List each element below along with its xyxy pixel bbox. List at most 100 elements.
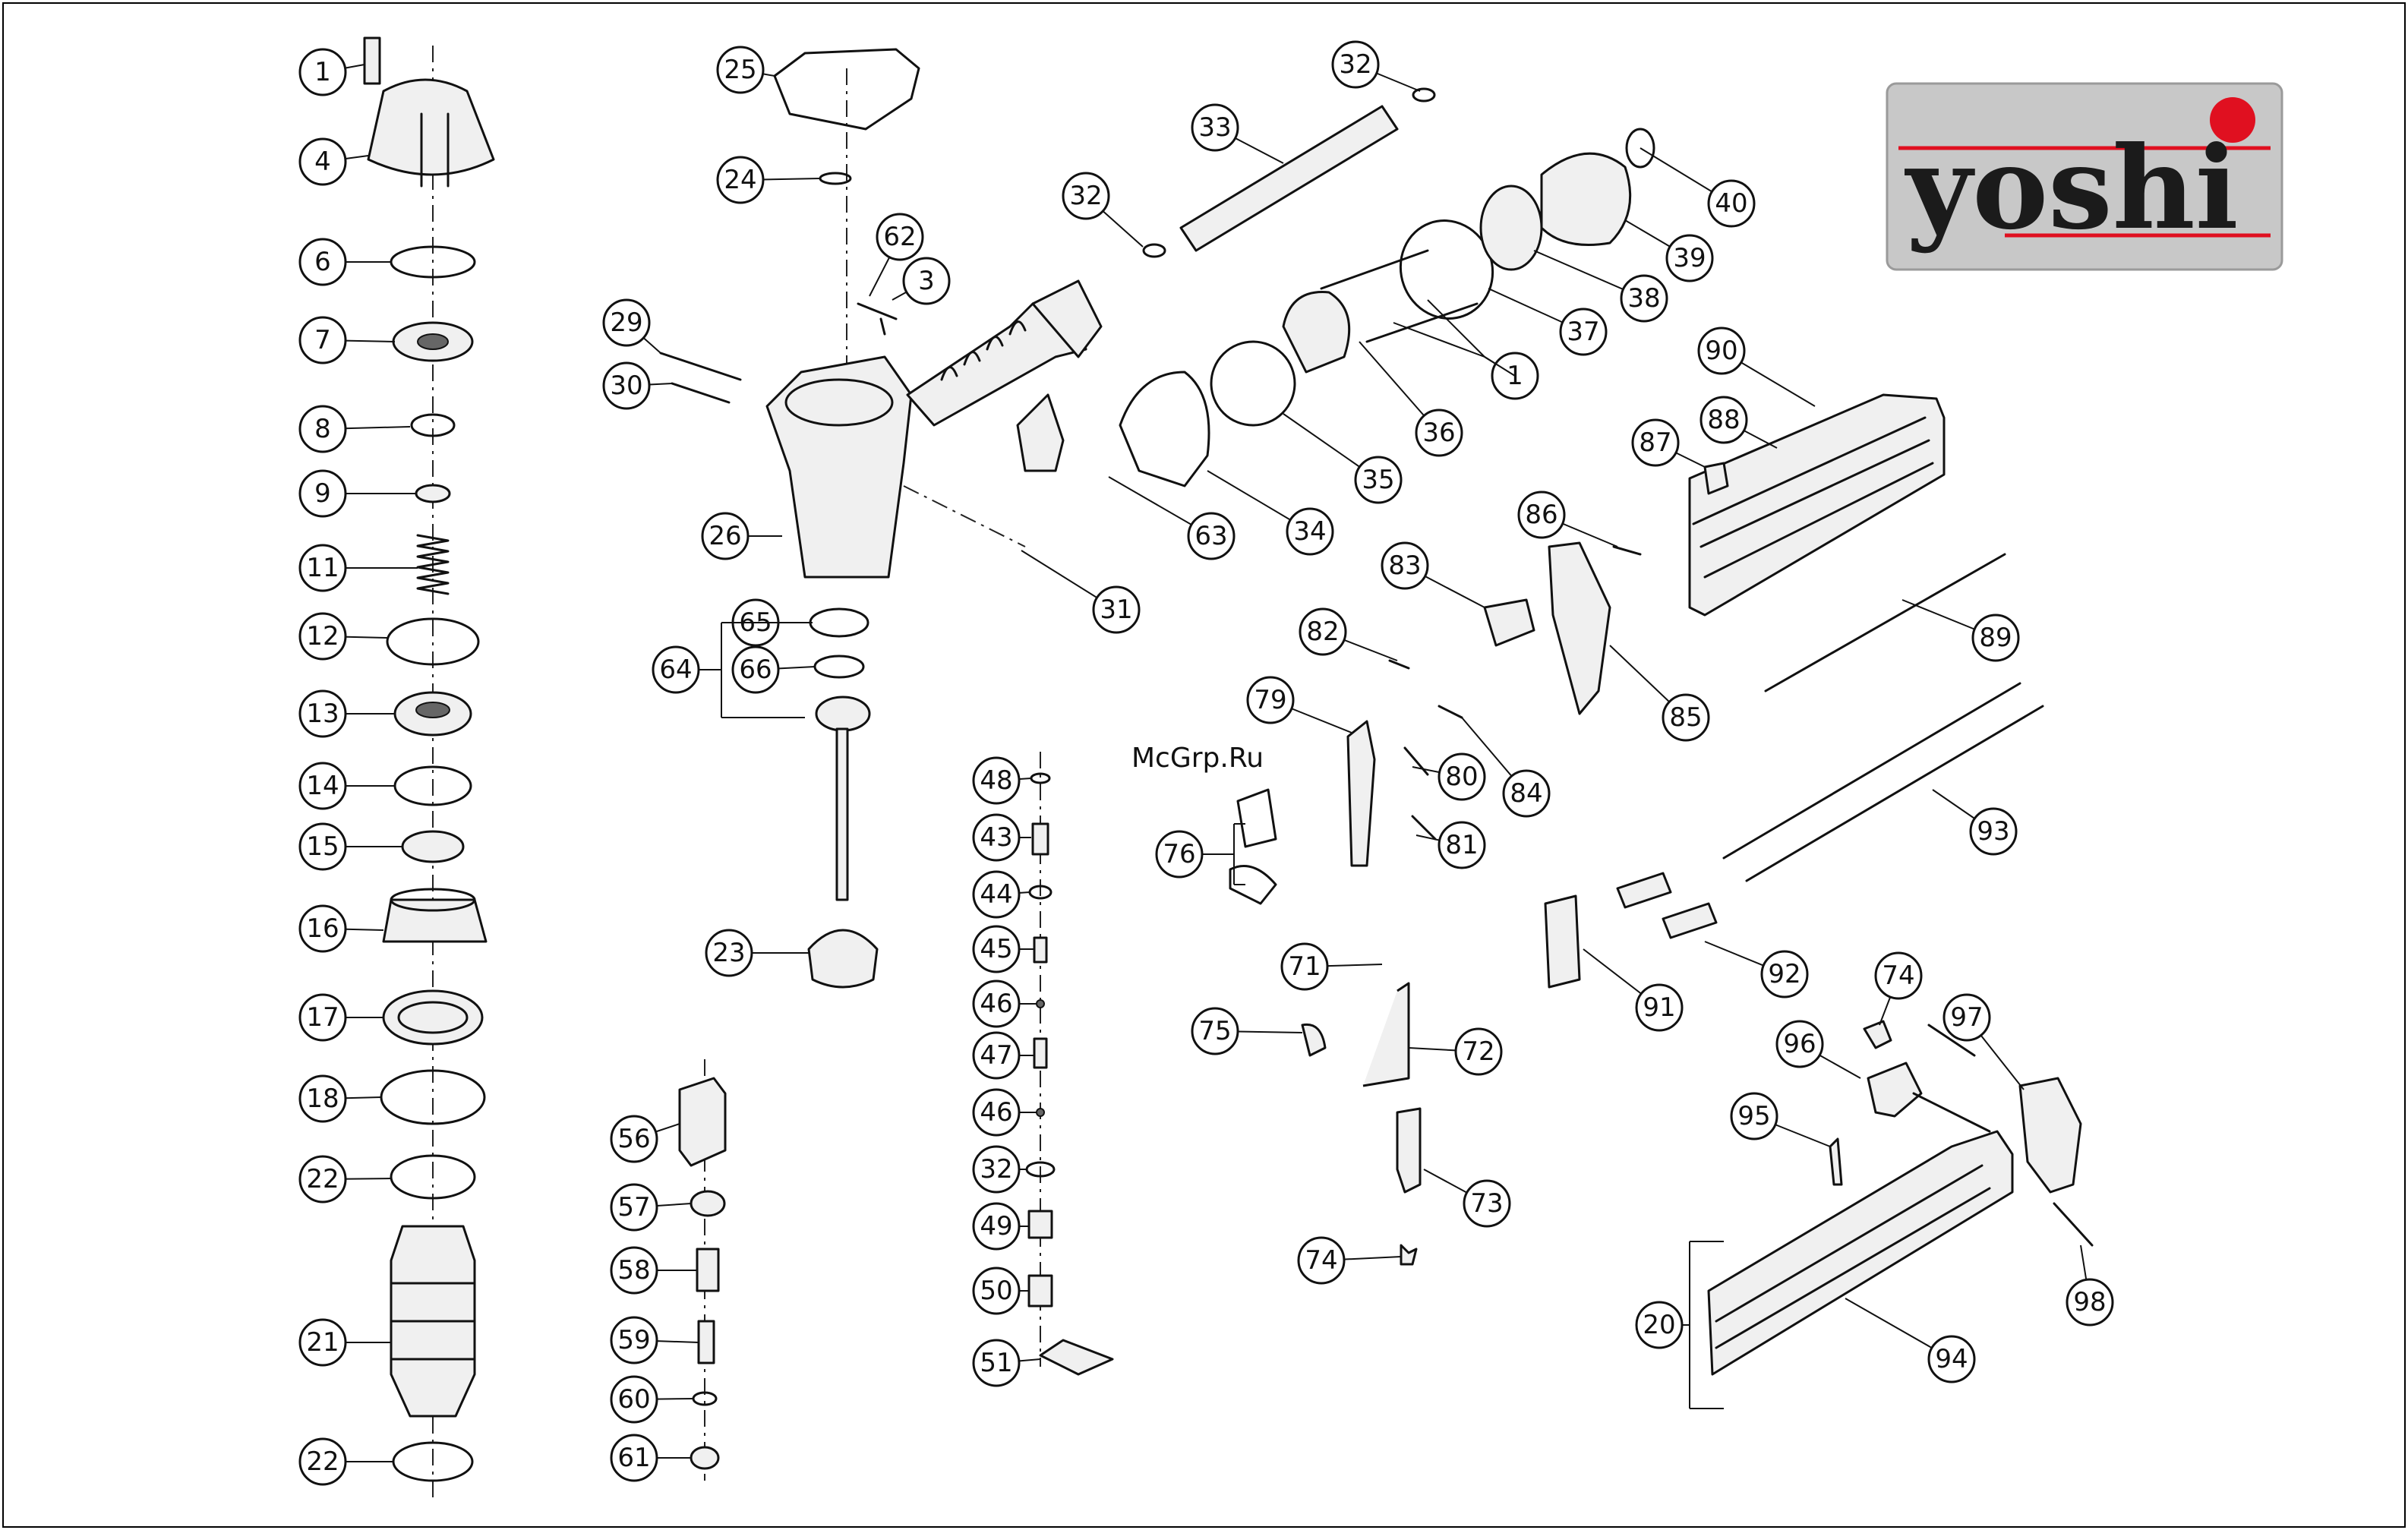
callout-number: 9 <box>314 478 331 509</box>
callout-number: 74 <box>1882 961 1914 991</box>
callout-82: 82 <box>1300 609 1346 655</box>
callout-number: 4 <box>314 147 331 177</box>
callout-number: 44 <box>980 879 1012 910</box>
callout-92: 92 <box>1762 951 1807 997</box>
callout-17: 17 <box>300 995 346 1040</box>
callout-97: 97 <box>1944 995 1990 1040</box>
callout-34: 34 <box>1287 509 1333 554</box>
callout-47: 47 <box>974 1033 1019 1078</box>
callout-98: 98 <box>2067 1279 2113 1325</box>
callout-number: 11 <box>306 553 339 583</box>
callout-number: 49 <box>980 1211 1012 1241</box>
watermark: McGrp.Ru <box>1131 743 1264 774</box>
callout-number: 32 <box>1069 181 1102 211</box>
callout-number: 82 <box>1306 617 1339 647</box>
callout-number: 92 <box>1768 959 1800 989</box>
callout-number: 32 <box>980 1154 1012 1185</box>
callout-number: 75 <box>1198 1016 1231 1046</box>
callout-32: 32 <box>974 1147 1019 1192</box>
callout-23: 23 <box>706 930 752 976</box>
callout-number: 62 <box>883 222 916 252</box>
callout-number: 86 <box>1525 500 1557 530</box>
callout-number: 83 <box>1388 550 1421 581</box>
callout-number: 24 <box>724 165 756 195</box>
trigger <box>1040 1340 1112 1374</box>
callout-number: 1 <box>314 57 331 87</box>
callout-number: 91 <box>1643 992 1675 1023</box>
callout-12: 12 <box>300 614 346 659</box>
callout-71: 71 <box>1282 944 1327 989</box>
callout-84: 84 <box>1504 771 1549 816</box>
bumper <box>809 930 877 987</box>
exhaust-assembly <box>1120 89 1654 486</box>
callout-93: 93 <box>1971 809 2016 854</box>
callout-number: 88 <box>1707 405 1740 435</box>
callout-45: 45 <box>974 926 1019 972</box>
callout-number: 81 <box>1445 830 1478 860</box>
callout-44: 44 <box>974 872 1019 917</box>
callout-number: 46 <box>980 989 1012 1019</box>
callout-32: 32 <box>1063 173 1109 219</box>
callout-number: 22 <box>306 1164 339 1194</box>
callout-number: 25 <box>724 55 756 85</box>
callout-number: 30 <box>610 371 642 401</box>
yoshi-logo: yoshi <box>1887 84 2282 270</box>
callout-39: 39 <box>1667 235 1712 281</box>
callout-58: 58 <box>611 1248 657 1293</box>
callout-25: 25 <box>718 47 763 93</box>
callout-9: 9 <box>300 471 346 516</box>
callout-50: 50 <box>974 1268 1019 1314</box>
callout-number: 6 <box>314 247 331 277</box>
magazine-assembly <box>1390 395 2092 1374</box>
callout-18: 18 <box>300 1076 346 1121</box>
callout-number: 47 <box>980 1040 1012 1071</box>
callout-number: 26 <box>709 521 741 551</box>
callout-number: 21 <box>306 1327 339 1358</box>
callout-26: 26 <box>702 513 748 559</box>
callout-89: 89 <box>1973 615 2018 661</box>
callout-8: 8 <box>300 406 346 452</box>
callout-16: 16 <box>300 906 346 951</box>
callout-number: 20 <box>1643 1310 1675 1340</box>
callout-29: 29 <box>604 300 649 345</box>
callout-number: 22 <box>306 1446 339 1477</box>
logo-wordmark: yoshi <box>1905 121 2239 255</box>
callout-number: 61 <box>617 1443 650 1473</box>
callout-number: 74 <box>1305 1245 1337 1276</box>
callout-number: 33 <box>1198 112 1231 143</box>
callout-83: 83 <box>1382 543 1428 588</box>
callout-1: 1 <box>300 49 346 95</box>
callout-number: 64 <box>659 655 692 685</box>
callout-24: 24 <box>718 157 763 203</box>
callout-59: 59 <box>611 1317 657 1363</box>
cap-cylinder-stack <box>365 38 494 1503</box>
callout-43: 43 <box>974 815 1019 860</box>
callout-20: 20 <box>1636 1302 1682 1348</box>
callout-number: 38 <box>1627 283 1660 314</box>
callout-74: 74 <box>1299 1238 1344 1283</box>
callout-11: 11 <box>300 545 346 591</box>
callout-number: 34 <box>1293 516 1326 547</box>
callout-80: 80 <box>1439 754 1485 800</box>
callout-number: 16 <box>306 913 339 944</box>
callout-number: 97 <box>1950 1002 1983 1033</box>
callout-90: 90 <box>1699 328 1744 374</box>
callout-number: 73 <box>1470 1188 1503 1219</box>
contact-arm-region <box>1230 721 1435 1264</box>
callout-15: 15 <box>300 824 346 869</box>
callout-number: 7 <box>314 325 331 355</box>
callout-37: 37 <box>1561 309 1606 355</box>
callout-number: 15 <box>306 831 339 862</box>
callout-number: 35 <box>1362 465 1394 495</box>
callout-number: 96 <box>1783 1029 1816 1059</box>
callout-number: 23 <box>712 938 745 968</box>
callout-46: 46 <box>974 1090 1019 1135</box>
callout-number: 29 <box>610 308 642 338</box>
callout-22: 22 <box>300 1439 346 1484</box>
callout-87: 87 <box>1633 420 1678 465</box>
gasket <box>775 49 919 129</box>
driver-blade <box>837 729 847 900</box>
callout-number: 13 <box>306 699 339 729</box>
callout-75: 75 <box>1192 1008 1238 1054</box>
